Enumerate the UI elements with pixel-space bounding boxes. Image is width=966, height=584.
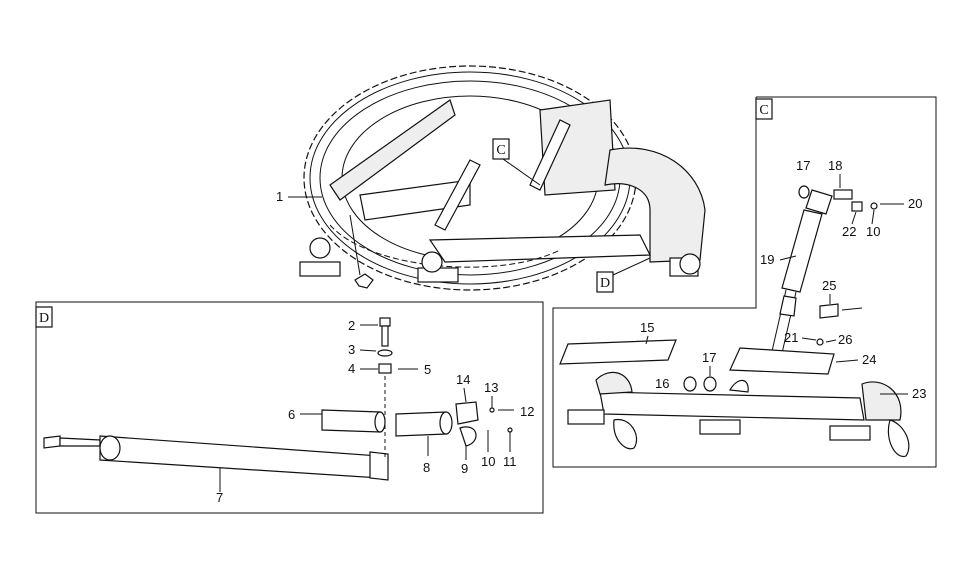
screw-part-12: 12 xyxy=(498,404,534,419)
svg-text:10: 10 xyxy=(866,224,880,239)
svg-text:16: 16 xyxy=(655,376,669,391)
svg-text:14: 14 xyxy=(456,372,470,387)
nut-part-22: 22 xyxy=(842,201,863,239)
cylinder-part-19: 19 xyxy=(760,189,833,363)
svg-text:4: 4 xyxy=(348,361,355,376)
svg-text:7: 7 xyxy=(216,490,223,505)
svg-text:9: 9 xyxy=(461,461,468,476)
svg-text:C: C xyxy=(496,143,505,158)
svg-text:23: 23 xyxy=(912,386,926,401)
svg-text:D: D xyxy=(39,311,49,326)
svg-text:6: 6 xyxy=(288,407,295,422)
tube-part-8: 8 xyxy=(395,411,453,475)
shaft-part-7: 7 xyxy=(43,435,389,505)
svg-text:5: 5 xyxy=(424,362,431,377)
screw-part-11: 11 xyxy=(503,427,517,469)
svg-text:C: C xyxy=(759,103,768,118)
detail-box-d: D 7 6 2 3 xyxy=(35,301,544,514)
nut-part-26: 26 xyxy=(825,332,852,347)
washer-part-3: 3 xyxy=(348,342,393,357)
bolt-part-21: 21 xyxy=(784,330,824,346)
fastener-part-13: 13 xyxy=(484,380,498,413)
screw-part-20: 20 xyxy=(880,196,922,211)
nut-part-4: 4 xyxy=(348,361,392,376)
svg-text:12: 12 xyxy=(520,404,534,419)
svg-text:10: 10 xyxy=(481,454,495,469)
svg-text:1: 1 xyxy=(276,189,283,204)
svg-text:26: 26 xyxy=(838,332,852,347)
label-1: 1 xyxy=(276,189,322,204)
svg-text:13: 13 xyxy=(484,380,498,395)
svg-text:21: 21 xyxy=(784,330,798,345)
svg-text:17: 17 xyxy=(796,158,810,173)
bushing-part-16: 16 xyxy=(655,376,697,392)
plate-part-15: 15 xyxy=(559,320,677,365)
bolt-part-2: 2 xyxy=(348,317,391,347)
pin-part-5: 5 xyxy=(398,362,431,377)
svg-text:19: 19 xyxy=(760,252,774,267)
plate-part-24: 24 xyxy=(729,347,876,375)
callout-tag-d: D xyxy=(596,257,651,293)
main-sprocket-assembly xyxy=(299,65,706,291)
svg-text:2: 2 xyxy=(348,318,355,333)
svg-text:D: D xyxy=(600,276,610,291)
bushing-part-17-top: 17 xyxy=(796,158,810,199)
washer-part-10: 10 xyxy=(481,430,495,469)
svg-text:24: 24 xyxy=(862,352,876,367)
callout-tag-c: C xyxy=(492,138,541,186)
clamp-part-14: 14 xyxy=(455,372,479,425)
svg-text:11: 11 xyxy=(503,454,517,469)
pin-part-25: 25 xyxy=(819,278,863,319)
svg-text:20: 20 xyxy=(908,196,922,211)
pin-part-18: 18 xyxy=(828,158,853,200)
svg-text:3: 3 xyxy=(348,342,355,357)
svg-text:18: 18 xyxy=(828,158,842,173)
sleeve-part-6: 6 xyxy=(288,407,386,433)
bracket-part-9: 9 xyxy=(459,426,477,476)
svg-text:22: 22 xyxy=(842,224,856,239)
axle-frame-part-23: 23 xyxy=(567,371,926,458)
svg-text:8: 8 xyxy=(423,460,430,475)
bushing-part-17-mid: 17 xyxy=(702,350,717,392)
detail-box-c: C 19 17 18 20 22 xyxy=(552,96,937,468)
svg-text:15: 15 xyxy=(640,320,654,335)
svg-text:25: 25 xyxy=(822,278,836,293)
svg-text:17: 17 xyxy=(702,350,716,365)
washer-part-10-c: 10 xyxy=(866,202,880,239)
